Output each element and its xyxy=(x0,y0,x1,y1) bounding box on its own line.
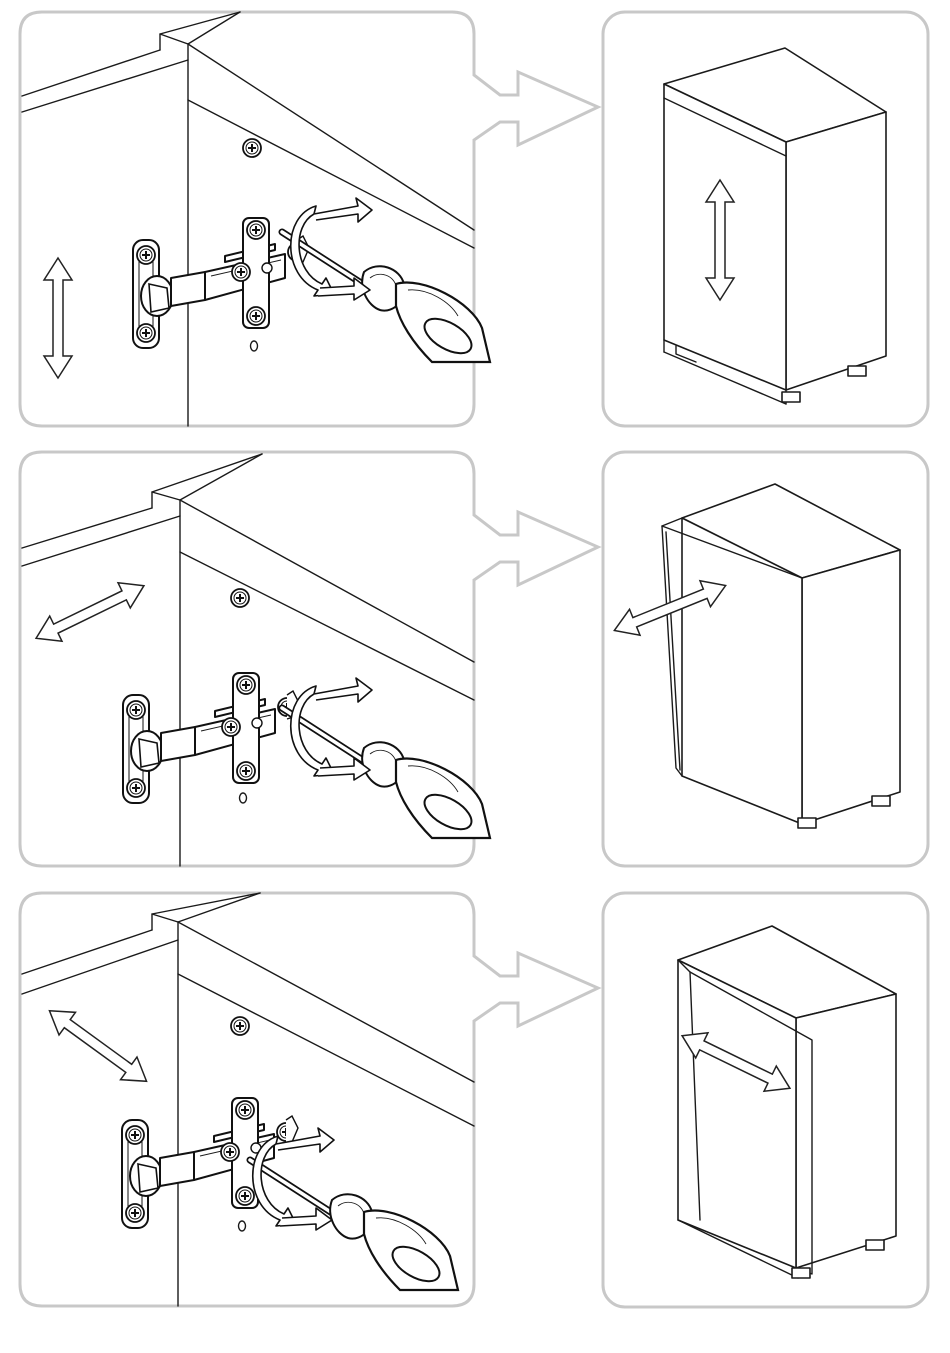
result-panel xyxy=(603,893,928,1307)
cabinet-icon xyxy=(662,484,900,828)
cabinet-icon xyxy=(664,48,886,404)
cam-screw-icon xyxy=(231,1017,249,1035)
cam-screw-icon xyxy=(231,589,249,607)
callout-frame xyxy=(20,452,598,866)
step-lateral-adjustment xyxy=(20,893,928,1307)
step-depth-adjustment xyxy=(20,452,928,866)
cam-screw-icon xyxy=(243,139,261,157)
step-vertical-adjustment xyxy=(20,12,928,426)
cabinet-icon xyxy=(678,926,896,1278)
result-panel xyxy=(603,452,928,866)
callout-frame xyxy=(20,12,598,426)
detail-panel xyxy=(20,452,598,866)
result-panel xyxy=(603,12,928,426)
detail-panel xyxy=(20,893,598,1306)
callout-frame xyxy=(20,893,598,1306)
detail-panel xyxy=(20,12,598,426)
